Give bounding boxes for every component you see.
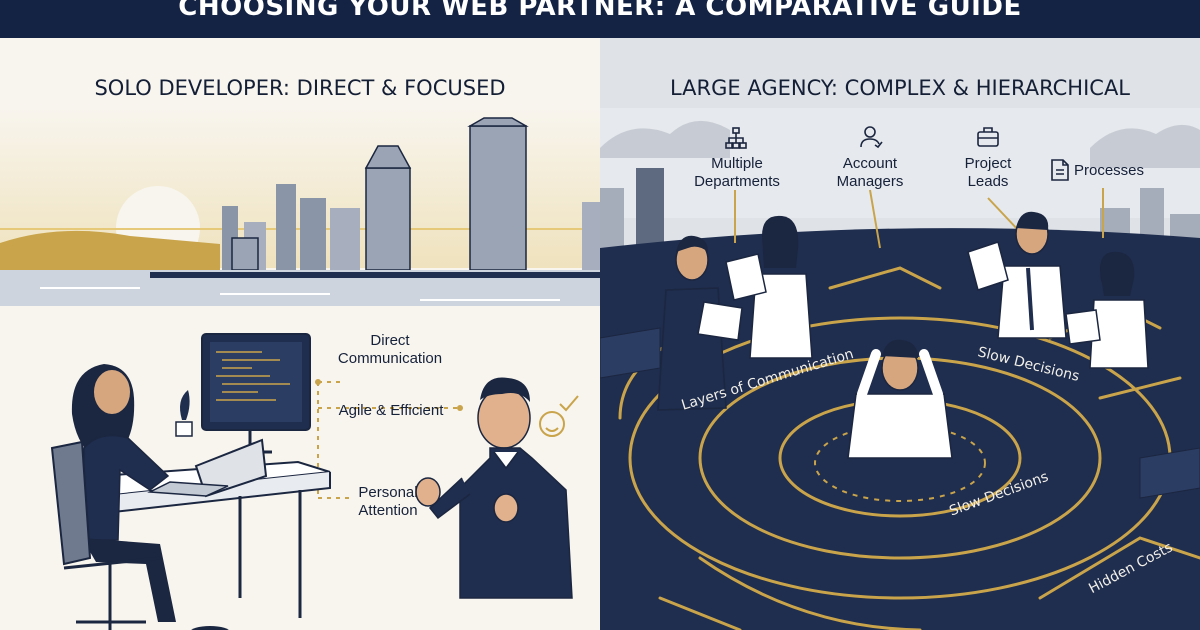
benefit-label: Direct Communication	[337, 332, 443, 367]
role-label: Multiple Departments	[694, 155, 780, 190]
org-chart-icon	[725, 127, 747, 149]
role-label: Processes	[1074, 162, 1145, 179]
benefit-label: Personal Attention	[358, 484, 418, 519]
role-label: Account Managers	[836, 155, 904, 190]
person-icon	[860, 126, 883, 149]
banner: CHOOSING YOUR WEB PARTNER: A COMPARATIVE…	[0, 0, 1200, 38]
benefit-agile-efficient: Agile & Efficient	[322, 402, 460, 420]
role-multiple-departments: Multiple Departments	[686, 155, 788, 191]
briefcase-icon	[977, 127, 999, 147]
role-label: Project Leads	[964, 155, 1012, 190]
large-agency-panel: LARGE AGENCY: COMPLEX & HIERARCHICAL Mul…	[600, 38, 1200, 630]
document-icon	[1051, 159, 1069, 181]
large-agency-scene	[600, 108, 1200, 630]
solo-developer-scene	[0, 108, 600, 630]
role-processes: Processes	[1074, 162, 1170, 180]
role-project-leads: Project Leads	[946, 155, 1030, 191]
role-account-managers: Account Managers	[822, 155, 918, 191]
agency-panel-title: LARGE AGENCY: COMPLEX & HIERARCHICAL	[669, 76, 1131, 100]
benefit-label: Agile & Efficient	[338, 402, 444, 419]
banner-title: CHOOSING YOUR WEB PARTNER: A COMPARATIVE…	[178, 0, 1022, 22]
solo-panel-title: SOLO DEVELOPER: DIRECT & FOCUSED	[94, 76, 506, 100]
benefit-personal-attention: Personal Attention	[336, 484, 440, 520]
solo-developer-panel: SOLO DEVELOPER: DIRECT & FOCUSED Direct …	[0, 38, 600, 630]
benefit-direct-communication: Direct Communication	[320, 332, 460, 368]
